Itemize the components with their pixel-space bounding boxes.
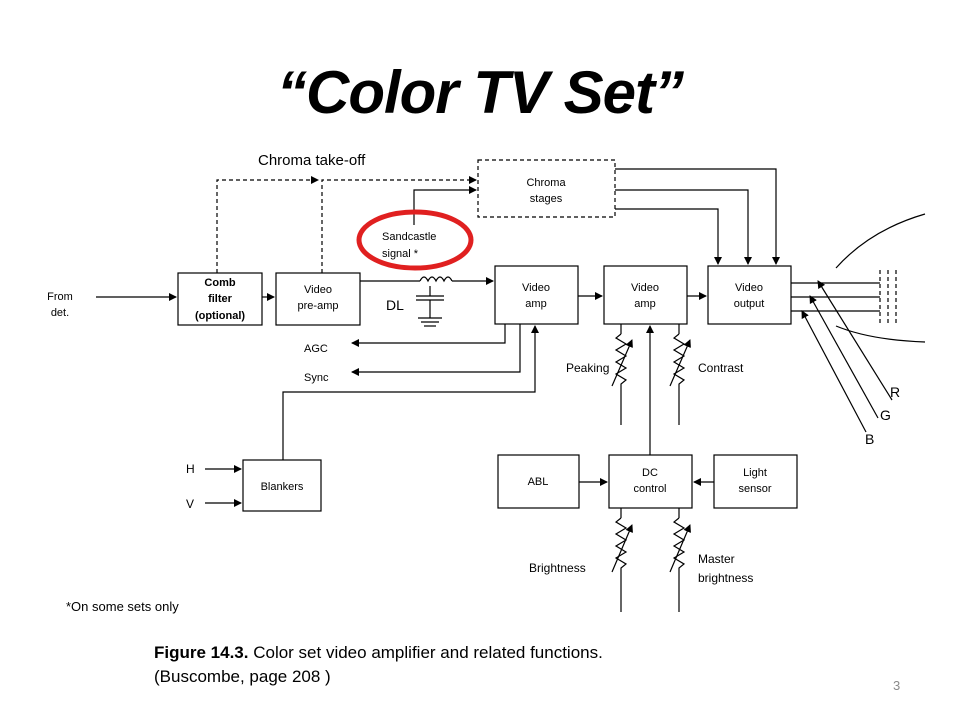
chroma-to-output-arrow-3 (615, 168, 780, 265)
g-cathode-arrow (809, 295, 879, 419)
light-sensor-label: Light (743, 467, 767, 479)
svg-text:det.: det. (51, 307, 69, 319)
brightness-label: Brightness (529, 561, 586, 575)
svg-text:brightness: brightness (698, 571, 753, 585)
abl-block (497, 454, 580, 509)
footnote: *On some sets only (66, 599, 179, 614)
sync-arrow (351, 324, 521, 376)
master-brightness-label: Master (698, 552, 735, 566)
chroma-takeoff-label: Chroma take-off (258, 152, 366, 169)
comb-filter-block (177, 272, 263, 326)
video-output-label: Video (735, 282, 763, 294)
sandcastle-arrow (413, 186, 477, 225)
svg-text:output: output (734, 298, 765, 310)
master-brightness-potentiometer (672, 517, 686, 612)
video-preamp-block (275, 272, 361, 326)
agc-arrow (351, 324, 506, 347)
v-label: V (186, 497, 194, 511)
dl-label: DL (386, 297, 404, 313)
contrast-label: Contrast (698, 361, 744, 375)
from-det-label: From (47, 291, 73, 303)
light-sensor-block (713, 454, 798, 509)
abl-label: ABL (528, 476, 549, 488)
comb-filter-label: Comb (204, 277, 235, 289)
video-amp-2-label: Video (631, 282, 659, 294)
sandcastle-label: Sandcastle (382, 231, 436, 243)
figure-caption: Figure 14.3. Color set video amplifier a… (154, 641, 603, 689)
dc-control-label: DC (642, 467, 658, 479)
video-output-block (707, 265, 792, 325)
g-label: G (880, 407, 891, 423)
brightness-potentiometer (614, 517, 628, 612)
h-label: H (186, 462, 195, 476)
contrast-potentiometer (672, 333, 686, 425)
svg-text:(optional): (optional) (195, 310, 245, 322)
chroma-stages-block (477, 159, 616, 218)
video-amp-1-block (494, 265, 579, 325)
page-number: 3 (893, 678, 901, 693)
peaking-potentiometer (614, 333, 628, 425)
sandcastle-highlight-circle (356, 209, 474, 271)
chroma-stages-label: Chroma (526, 177, 566, 189)
dc-control-block (608, 454, 693, 509)
caption-source: (Buscombe, page 208 ) (154, 667, 331, 686)
crt-tube-outline (835, 213, 926, 269)
chroma-takeoff-dashed-1 (216, 176, 319, 273)
b-cathode-arrow (801, 310, 867, 433)
page-title: “Color TV Set” (276, 59, 684, 126)
chroma-to-output-arrow-2 (615, 189, 752, 265)
chroma-to-output-arrow-1 (615, 208, 722, 265)
svg-text:filter: filter (208, 293, 233, 305)
svg-text:control: control (633, 483, 666, 495)
sync-label: Sync (304, 372, 329, 384)
svg-text:pre-amp: pre-amp (298, 300, 339, 312)
svg-text:amp: amp (525, 298, 546, 310)
delay-line-coil (419, 276, 453, 283)
blankers-block (242, 459, 322, 512)
svg-text:stages: stages (530, 193, 563, 205)
peaking-label: Peaking (566, 361, 609, 375)
r-label: R (890, 384, 900, 400)
svg-text:sensor: sensor (738, 483, 771, 495)
svg-text:signal *: signal * (382, 248, 419, 260)
video-amp-1-label: Video (522, 282, 550, 294)
video-amp-2-block (603, 265, 688, 325)
blankers-label: Blankers (261, 481, 304, 493)
figure-number: Figure 14.3. (154, 643, 249, 662)
blankers-to-amp-arrow (282, 325, 539, 460)
caption-text: Color set video amplifier and related fu… (248, 643, 603, 662)
svg-text:amp: amp (634, 298, 655, 310)
chroma-takeoff-dashed-2 (321, 176, 477, 273)
agc-label: AGC (304, 343, 328, 355)
video-preamp-label: Video (304, 284, 332, 296)
b-label: B (865, 431, 874, 447)
r-cathode-arrow (817, 280, 893, 401)
